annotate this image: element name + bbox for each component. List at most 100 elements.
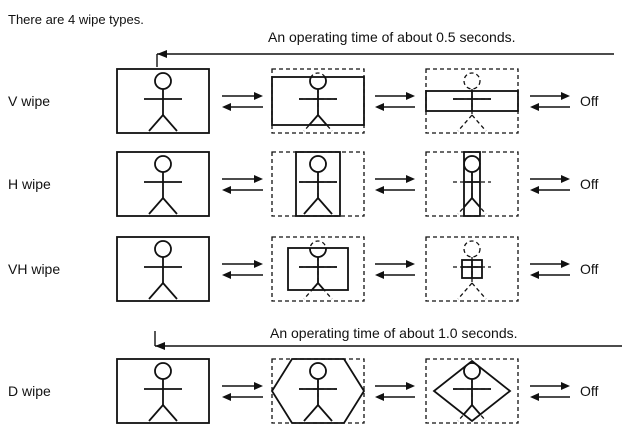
figure-head — [154, 155, 172, 173]
stage-3-v — [425, 68, 519, 134]
figure-right-leg — [471, 114, 487, 132]
off-label-d: Off — [580, 383, 599, 399]
arrows-1-vh — [222, 260, 263, 279]
stick-figure-visible — [299, 362, 337, 422]
forward-arrowhead — [254, 382, 263, 390]
arrows-3-v — [530, 92, 570, 111]
forward-arrowhead — [406, 92, 415, 100]
arrows-2-h — [375, 175, 415, 194]
back-arrowhead — [530, 271, 539, 279]
forward-arrowhead — [406, 260, 415, 268]
figure-left-leg — [457, 282, 473, 300]
figure-head — [154, 362, 172, 380]
figure-right-leg — [317, 114, 328, 125]
stage-full-v — [116, 68, 210, 134]
row-label-h: H wipe — [8, 176, 51, 192]
timing-label-1: An operating time of about 1.0 seconds. — [270, 325, 518, 341]
figure-head — [464, 155, 480, 173]
wipe-window — [295, 151, 341, 217]
figure-head — [309, 155, 327, 173]
wipe-window — [463, 151, 481, 217]
off-label-h: Off — [580, 176, 599, 192]
figure-head — [154, 240, 172, 258]
stage-2-v — [271, 68, 365, 134]
arrows-2-d — [375, 382, 415, 401]
forward-arrowhead — [561, 175, 570, 183]
frame-solid — [116, 358, 210, 424]
figure-left-leg — [457, 114, 473, 132]
figure-head — [154, 72, 172, 90]
figure-right-leg — [317, 197, 333, 215]
visible-area — [299, 248, 337, 290]
arrows-1-h — [222, 175, 263, 194]
forward-arrowhead — [561, 382, 570, 390]
forward-arrowhead — [254, 175, 263, 183]
visible-area — [299, 155, 337, 215]
figure-right-leg — [471, 282, 487, 300]
back-arrowhead — [375, 103, 384, 111]
stage-2-h — [271, 151, 365, 217]
forward-arrowhead — [561, 260, 570, 268]
stick-figure — [144, 72, 182, 132]
back-arrowhead — [222, 103, 231, 111]
figure-right-leg — [162, 114, 178, 132]
figure-left-leg — [148, 197, 164, 215]
wipe-row-d: D wipe Off — [8, 358, 599, 424]
timing-arrowhead-1 — [155, 342, 165, 350]
frame-dashed — [425, 236, 519, 302]
figure-left-leg — [303, 197, 319, 215]
figure-left-leg — [310, 282, 319, 290]
figure-left-leg — [148, 114, 164, 132]
figure-left-leg — [303, 404, 319, 422]
frame-solid — [116, 236, 210, 302]
stage-full-h — [116, 151, 210, 217]
wipe-window — [432, 359, 512, 423]
off-label-vh: Off — [580, 261, 599, 277]
frame-dashed — [425, 358, 519, 424]
timing-label-0: An operating time of about 0.5 seconds. — [268, 29, 516, 45]
figure-right-leg — [471, 197, 480, 209]
frame-dashed — [271, 236, 365, 302]
wipe-window — [270, 358, 366, 424]
stick-figure — [144, 362, 182, 422]
arrows-1-d — [222, 382, 263, 401]
back-arrowhead — [530, 393, 539, 401]
stick-figure-visible — [464, 155, 480, 209]
arrows-2-vh — [375, 260, 415, 279]
back-arrowhead — [375, 393, 384, 401]
forward-arrowhead — [254, 260, 263, 268]
arrows-3-d — [530, 382, 570, 401]
stick-figure — [144, 155, 182, 215]
figure-right-leg — [317, 282, 326, 290]
stage-3-d — [425, 358, 519, 424]
stick-figure-visible — [299, 248, 337, 290]
figure-right-leg — [162, 197, 178, 215]
stick-figure-visible — [462, 260, 482, 278]
stage-full-d — [116, 358, 210, 424]
figure-head — [309, 362, 327, 380]
forward-arrowhead — [561, 92, 570, 100]
stick-figure-visible — [453, 91, 491, 111]
wipe-window — [287, 247, 349, 291]
back-arrowhead — [222, 393, 231, 401]
stage-2-vh — [271, 236, 365, 302]
intro-text: There are 4 wipe types. — [8, 12, 144, 27]
row-label-d: D wipe — [8, 383, 51, 399]
visible-area — [464, 155, 480, 209]
arrows-2-v — [375, 92, 415, 111]
figure-right-leg — [162, 282, 178, 300]
arrows-3-h — [530, 175, 570, 194]
back-arrowhead — [375, 186, 384, 194]
figure-right-leg — [162, 404, 178, 422]
wipe-window — [271, 76, 365, 126]
stick-figure — [144, 240, 182, 300]
timing-arrowhead-0 — [157, 50, 167, 58]
stick-figure-hidden — [453, 240, 491, 300]
figure-left-leg — [148, 282, 164, 300]
forward-arrowhead — [254, 92, 263, 100]
stick-figure-visible — [299, 155, 337, 215]
back-arrowhead — [222, 271, 231, 279]
